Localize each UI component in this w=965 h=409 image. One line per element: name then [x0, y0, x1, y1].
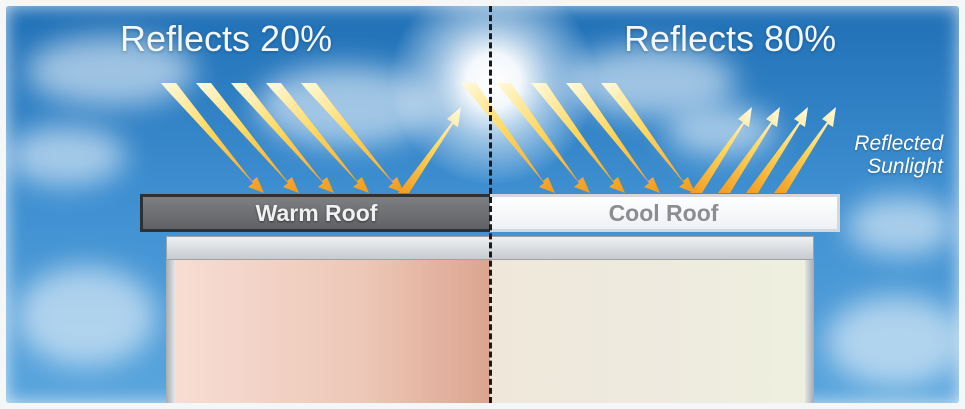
comparison-divider-line	[489, 6, 492, 403]
incoming-ray	[231, 83, 334, 193]
warm-roof-label: Warm Roof	[255, 199, 378, 226]
incoming-ray	[196, 83, 299, 193]
annotation-line: Reflected	[854, 132, 943, 155]
incoming-ray	[301, 83, 404, 193]
reflected-ray	[746, 107, 808, 193]
cool-building-wall	[490, 260, 806, 403]
reflected-ray	[398, 107, 461, 193]
incoming-ray	[566, 83, 660, 193]
cloud	[846, 196, 956, 256]
cool-roof-label: Cool Roof	[608, 199, 719, 226]
wall-edge	[805, 260, 814, 403]
incoming-ray	[531, 83, 625, 193]
reflected-ray	[774, 107, 836, 193]
cloud	[666, 106, 776, 156]
reflected-ray-warm	[398, 107, 461, 193]
sun-glow	[388, 6, 598, 186]
warm-roof-panel: Warm Roof	[140, 194, 490, 232]
sunlight-rays	[161, 83, 836, 193]
annotation-line: Sunlight	[867, 155, 943, 178]
cloud	[6, 126, 126, 186]
wall-edge	[166, 260, 175, 403]
incoming-ray	[461, 83, 555, 193]
warm-building-wall	[174, 260, 490, 403]
cool-roof-reflectance-heading: Reflects 80%	[624, 18, 837, 59]
reflected-ray	[718, 107, 780, 193]
incoming-ray	[266, 83, 369, 193]
cloud	[826, 296, 959, 386]
warm-roof-reflectance-heading: Reflects 20%	[120, 18, 333, 59]
reflected-ray	[690, 107, 752, 193]
cool-roof-panel: Cool Roof	[490, 194, 840, 232]
cloud	[26, 36, 196, 106]
cloud	[16, 266, 156, 366]
incoming-ray	[601, 83, 695, 193]
incoming-rays-warm	[161, 83, 404, 193]
reflected-sunlight-annotation: Reflected Sunlight	[854, 132, 943, 178]
incoming-ray	[496, 83, 590, 193]
incoming-ray	[161, 83, 264, 193]
incoming-rays-cool	[461, 83, 695, 193]
roof-comparison-scene: Reflects 20% Reflects 80% Reflected Sunl…	[6, 6, 959, 403]
reflected-rays-cool	[690, 107, 836, 193]
